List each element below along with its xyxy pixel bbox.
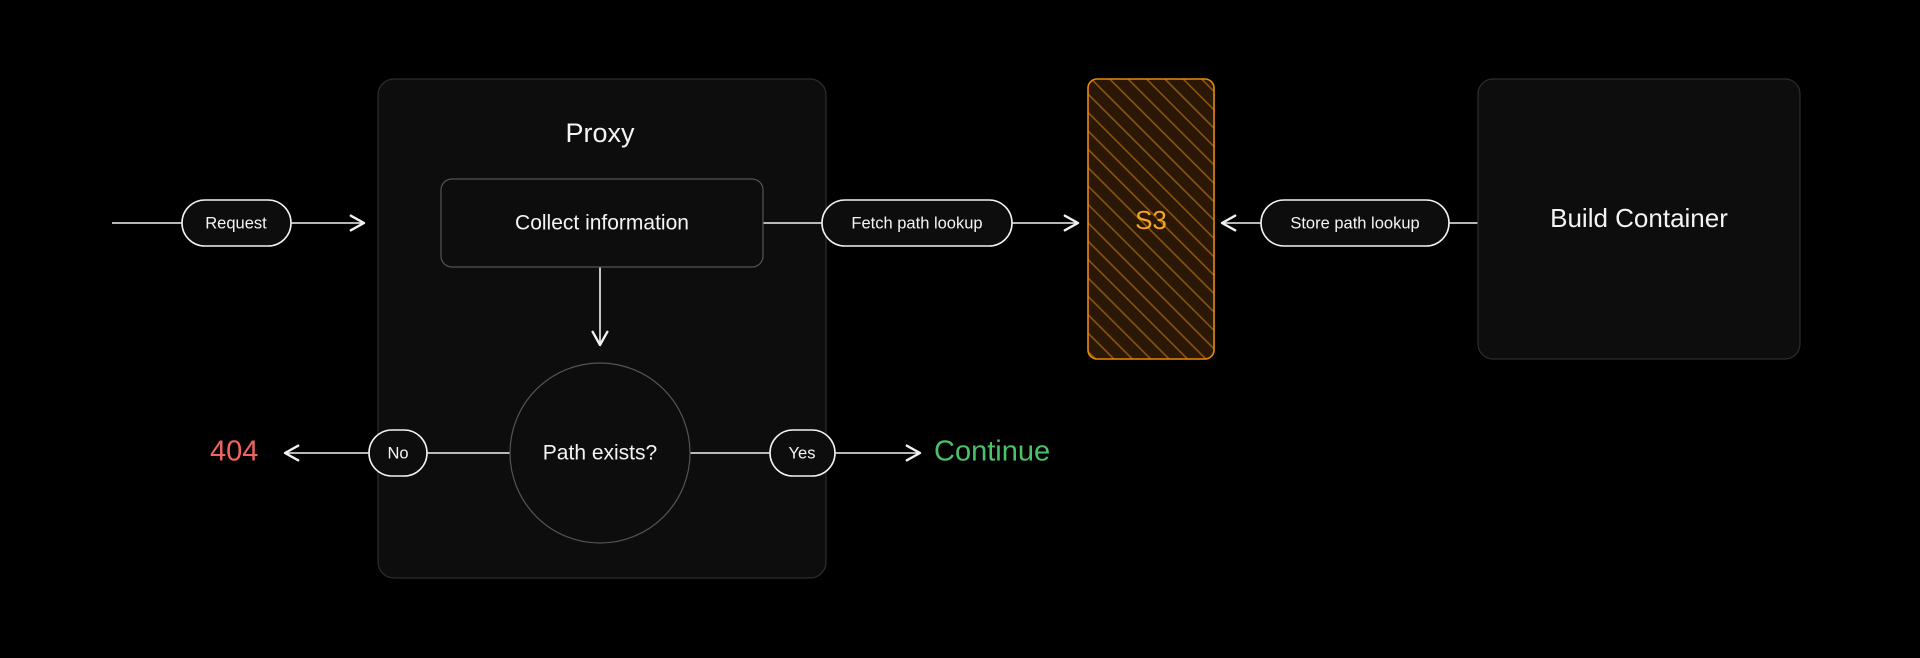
node-store-path-lookup-label: Store path lookup	[1290, 214, 1419, 232]
edge-label-yes[interactable]: Yes	[769, 429, 836, 477]
node-s3-box[interactable]	[1087, 78, 1215, 360]
node-path-exists[interactable]: Path exists?	[509, 362, 691, 544]
node-store-path-lookup[interactable]: Store path lookup	[1260, 199, 1450, 247]
node-path-exists-label: Path exists?	[543, 442, 657, 465]
edge-label-yes-text: Yes	[789, 444, 816, 462]
node-s3-label: S3	[1135, 205, 1167, 235]
edge-label-yes-pill[interactable]	[769, 429, 836, 477]
node-fetch-path-lookup-label: Fetch path lookup	[851, 214, 982, 232]
edge-label-no[interactable]: No	[368, 429, 428, 477]
node-build-container-label: Build Container	[1550, 203, 1728, 233]
node-collect-information-label: Collect information	[515, 212, 689, 235]
edge-label-no-text: No	[387, 444, 408, 462]
cluster-proxy-label: Proxy	[565, 118, 635, 148]
node-continue-label: Continue	[934, 436, 1050, 468]
node-build-container[interactable]: Build Container	[1477, 78, 1801, 360]
node-request-label: Request	[205, 214, 267, 232]
node-path-exists-circle[interactable]	[509, 362, 691, 544]
node-request-pill[interactable]	[181, 199, 292, 247]
edge-label-no-pill[interactable]	[368, 429, 428, 477]
node-collect-information[interactable]: Collect information	[440, 178, 764, 268]
node-fetch-path-lookup[interactable]: Fetch path lookup	[821, 199, 1013, 247]
node-fetch-path-lookup-pill[interactable]	[821, 199, 1013, 247]
node-collect-information-box[interactable]	[440, 178, 764, 268]
node-request[interactable]: Request	[181, 199, 292, 247]
node-store-path-lookup-pill[interactable]	[1260, 199, 1450, 247]
node-404-label: 404	[210, 436, 258, 468]
node-s3[interactable]: S3	[1087, 78, 1215, 360]
node-build-container-box[interactable]	[1477, 78, 1801, 360]
